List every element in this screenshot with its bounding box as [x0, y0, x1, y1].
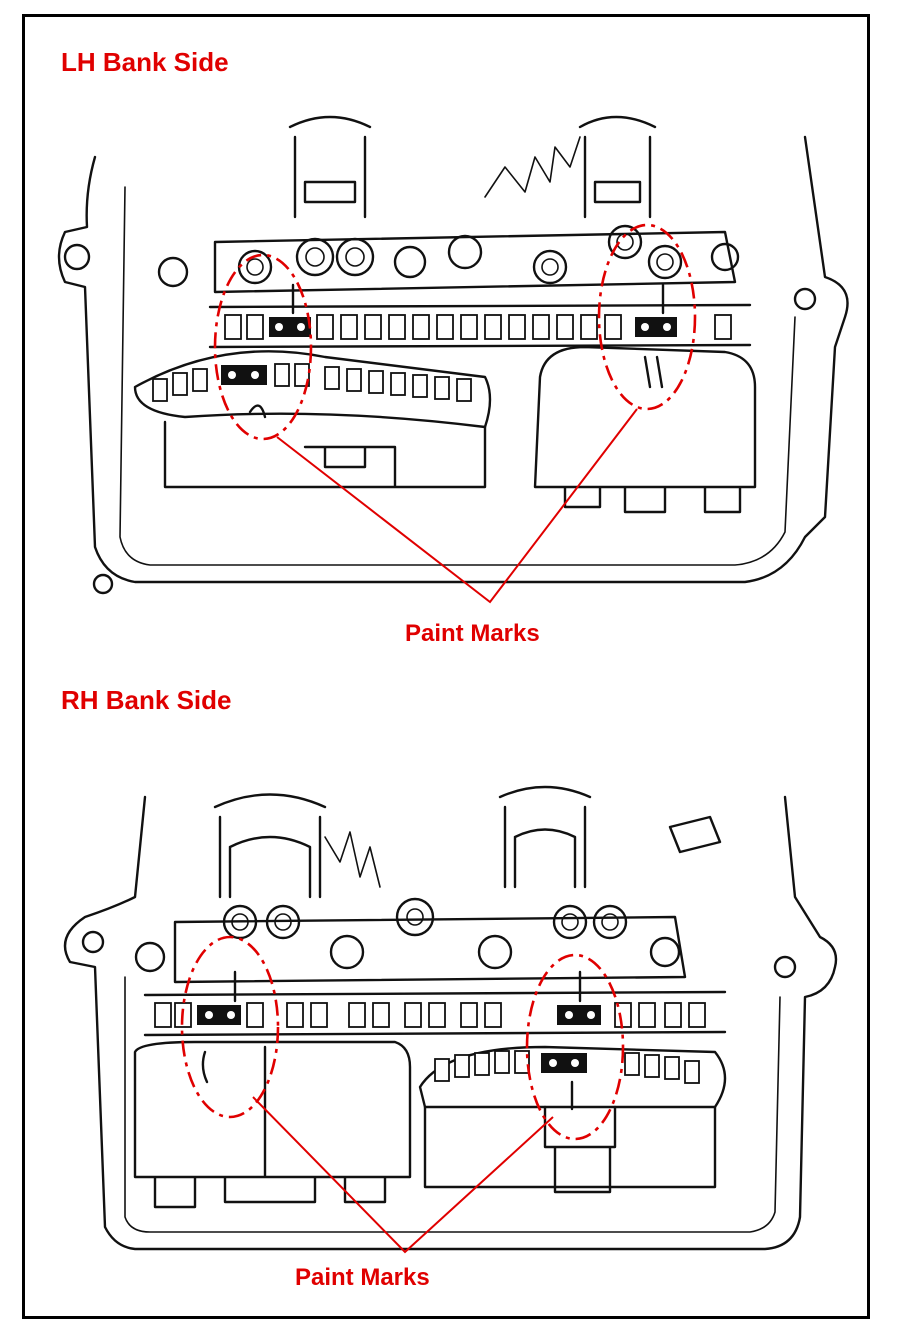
engine-timing-diagram	[57, 115, 849, 1254]
lh-lower-chain	[133, 350, 492, 429]
lh-bolt-hole-left	[63, 243, 91, 271]
rh-cap-bolts	[134, 897, 681, 973]
rh-paint-mark-upper-right	[557, 1005, 601, 1025]
lh-bolt-hole-bottom-left	[92, 573, 114, 595]
lh-head-casting	[57, 135, 849, 584]
lh-bank-drawing	[57, 115, 849, 595]
rh-bank-side-title: RH Bank Side	[61, 685, 232, 715]
rh-sensor-coil	[324, 831, 381, 888]
rh-cam-cap	[173, 915, 687, 984]
rh-paint-ellipse-left	[180, 935, 280, 1119]
rh-inner-gasket-line	[124, 976, 781, 1233]
rh-paint-mark-lower-right	[541, 1053, 587, 1073]
rh-paint-marks-callout: Paint Marks	[295, 1264, 430, 1291]
rh-bolt-hole-left	[81, 930, 105, 954]
lh-paint-mark-lower-left	[221, 365, 267, 385]
rh-sensor-tab	[668, 815, 722, 854]
lh-bank-side-title: LH Bank Side	[61, 47, 229, 77]
lh-cam-cap	[213, 230, 737, 294]
rh-right-sprocket-body	[423, 1080, 717, 1194]
rh-bank-drawing	[63, 785, 838, 1251]
lh-paint-mark-upper-right	[635, 317, 677, 337]
lh-left-sprocket-body	[163, 404, 487, 489]
rh-left-sprocket-body	[133, 1040, 412, 1209]
lh-leader-lines	[276, 408, 638, 604]
lh-right-timing-marks	[643, 355, 664, 389]
rh-upper-chain	[143, 970, 727, 1037]
lh-right-sprocket-body	[533, 345, 757, 514]
lh-paint-ellipse-left	[213, 253, 313, 441]
rh-bolt-hole-right	[773, 955, 797, 979]
lh-paint-marks-callout: Paint Marks	[405, 620, 540, 647]
lh-annotations	[213, 223, 697, 604]
lh-cap-bolts	[157, 224, 740, 288]
rh-head-casting	[63, 795, 838, 1251]
lh-inner-gasket-line	[119, 186, 796, 566]
rh-annotations	[180, 935, 625, 1254]
rh-paint-mark-upper-left	[197, 1005, 241, 1025]
lh-cam-tower-left	[288, 115, 372, 219]
rh-cam-tower-right	[498, 785, 592, 889]
lh-upper-chain	[208, 283, 752, 349]
rh-paint-ellipse-right	[525, 953, 625, 1141]
rh-cam-tower-left	[213, 793, 327, 899]
lh-paint-ellipse-right	[597, 223, 697, 411]
rh-leader-lines	[252, 1096, 554, 1254]
lh-paint-mark-upper-left	[269, 317, 311, 337]
lh-bolt-hole-right	[793, 287, 817, 311]
diagram-frame: LH Bank Side Paint Marks RH Bank Side Pa…	[22, 14, 870, 1319]
lh-cam-tower-right	[578, 115, 657, 219]
lh-sensor-coil	[484, 136, 581, 198]
rh-lower-chain	[418, 1045, 727, 1109]
